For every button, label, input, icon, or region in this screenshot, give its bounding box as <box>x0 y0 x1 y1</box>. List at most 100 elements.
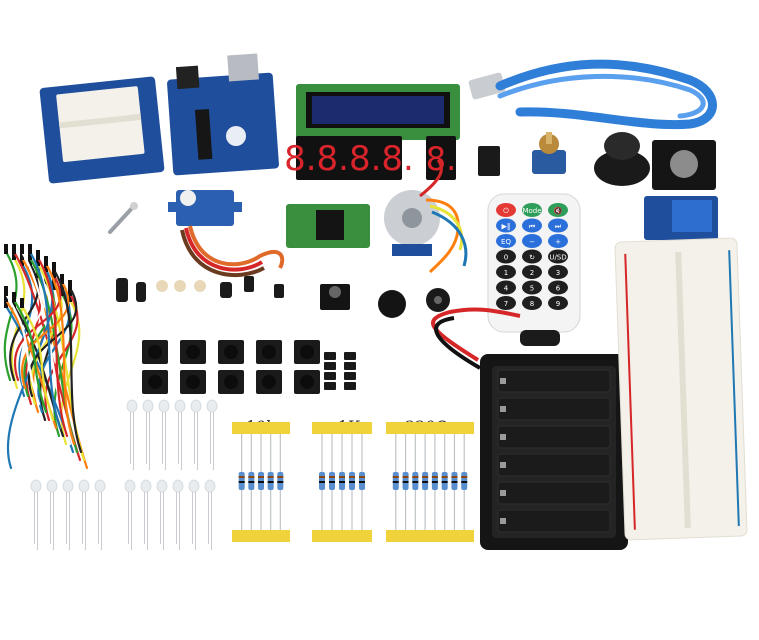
remote-button: 🔇 <box>548 203 568 217</box>
remote-button-label: Mode <box>522 207 541 215</box>
jumper-wire <box>28 250 62 430</box>
tactile-button <box>218 370 244 394</box>
battery-slot <box>497 397 611 421</box>
wire-pin <box>44 262 48 272</box>
wire-pin <box>12 298 16 308</box>
buzzer-active <box>426 288 450 312</box>
jumper-wire <box>3 250 18 382</box>
prototype-shield <box>39 76 165 184</box>
resistor <box>248 434 255 530</box>
jumper-wire <box>44 262 76 446</box>
battery-spring <box>500 490 506 496</box>
remote-button: ⏭ <box>548 218 568 233</box>
tactile-button <box>180 340 206 364</box>
wire-pin <box>4 244 8 254</box>
buzzer <box>378 290 406 318</box>
resistor <box>392 434 399 530</box>
remote-button-label: 1 <box>504 269 508 277</box>
clear-led <box>156 479 168 550</box>
clear-led <box>78 479 90 550</box>
joystick-cap <box>594 132 650 186</box>
wire-pin <box>4 298 8 308</box>
remote-button-label: 2 <box>530 269 534 277</box>
wire-pin <box>20 298 24 308</box>
wire-pin <box>52 268 56 278</box>
resistor <box>451 434 458 530</box>
jumper-wire <box>20 304 55 422</box>
battery-holder-6xAA <box>431 307 628 550</box>
jumper-wire <box>52 268 83 454</box>
remote-button-label: ▶‖ <box>502 223 511 231</box>
wire-pin <box>60 286 64 296</box>
tilt-and-photo-sensors <box>116 276 284 302</box>
jumper-wire <box>9 262 39 382</box>
remote-button-label: 8 <box>530 300 534 308</box>
remote-button: ▶‖ <box>496 218 516 233</box>
tactile-button-grid <box>142 340 356 394</box>
segment-digits: 8.8.8.8. <box>284 139 414 179</box>
resistor-strips: 10k 1K 220Ω <box>232 417 474 542</box>
clear-led <box>206 399 218 470</box>
remote-button-label: ⏭ <box>555 223 562 231</box>
jumper-wire <box>28 286 78 398</box>
wire-pin <box>44 256 48 266</box>
mini-tactile-button <box>324 362 336 370</box>
lcd-1602-module <box>296 84 460 140</box>
remote-button: ⏮ <box>522 218 542 233</box>
screwdriver <box>108 202 138 234</box>
clear-led <box>94 479 106 550</box>
tactile-button <box>142 340 168 364</box>
mini-tactile-button <box>344 382 356 390</box>
clear-led <box>158 399 170 470</box>
jumper-wire <box>12 298 48 414</box>
mini-tactile-button <box>344 372 356 380</box>
remote-button: EQ <box>496 234 516 248</box>
resistor <box>238 434 245 530</box>
resistor <box>431 434 438 530</box>
mini-tactile-button <box>324 382 336 390</box>
wire-pin <box>12 292 16 302</box>
battery-spring <box>500 378 506 384</box>
remote-button: 5 <box>522 280 542 295</box>
remote-button: Mode <box>522 203 542 217</box>
remote-button: 7 <box>496 296 516 310</box>
wire-pin <box>4 286 8 296</box>
wire-pin <box>68 292 72 302</box>
remote-button: 9 <box>548 296 568 310</box>
resistor-tape-bottom <box>386 530 474 542</box>
jumper-wire <box>36 256 69 438</box>
relay-module <box>644 196 718 240</box>
battery-spring <box>500 406 506 412</box>
remote-button: 4 <box>496 280 516 295</box>
remote-button: + <box>548 234 568 248</box>
battery-slot <box>497 425 611 449</box>
tactile-button <box>294 340 320 364</box>
resistor-tape-bottom <box>232 530 290 542</box>
wire-pin <box>12 250 16 260</box>
battery-slot <box>497 509 611 533</box>
resistor <box>412 434 419 530</box>
stepper-motor <box>384 159 468 274</box>
tactile-button <box>218 340 244 364</box>
resistor <box>461 434 468 530</box>
resistor <box>441 434 448 530</box>
arduino-uno-board <box>167 53 279 176</box>
wire-pin <box>28 250 32 260</box>
tactile-button <box>180 370 206 394</box>
jumper-wire <box>21 280 70 390</box>
clear-led <box>62 479 74 550</box>
wire-pin <box>60 274 64 284</box>
remote-button: 3 <box>548 265 568 279</box>
battery-spring <box>500 434 506 440</box>
servo-motor <box>168 190 285 278</box>
resistor-tape-top <box>232 422 290 434</box>
four-digit-seven-segment-display: 8.8.8.8. <box>284 136 414 180</box>
potentiometer <box>532 132 566 174</box>
tactile-button <box>256 370 282 394</box>
joystick-module <box>652 140 716 190</box>
clear-led <box>30 479 42 550</box>
wire-pin <box>20 256 24 266</box>
battery-slot <box>497 481 611 505</box>
remote-button-label: 0 <box>504 254 508 262</box>
ic-chip <box>478 146 500 176</box>
